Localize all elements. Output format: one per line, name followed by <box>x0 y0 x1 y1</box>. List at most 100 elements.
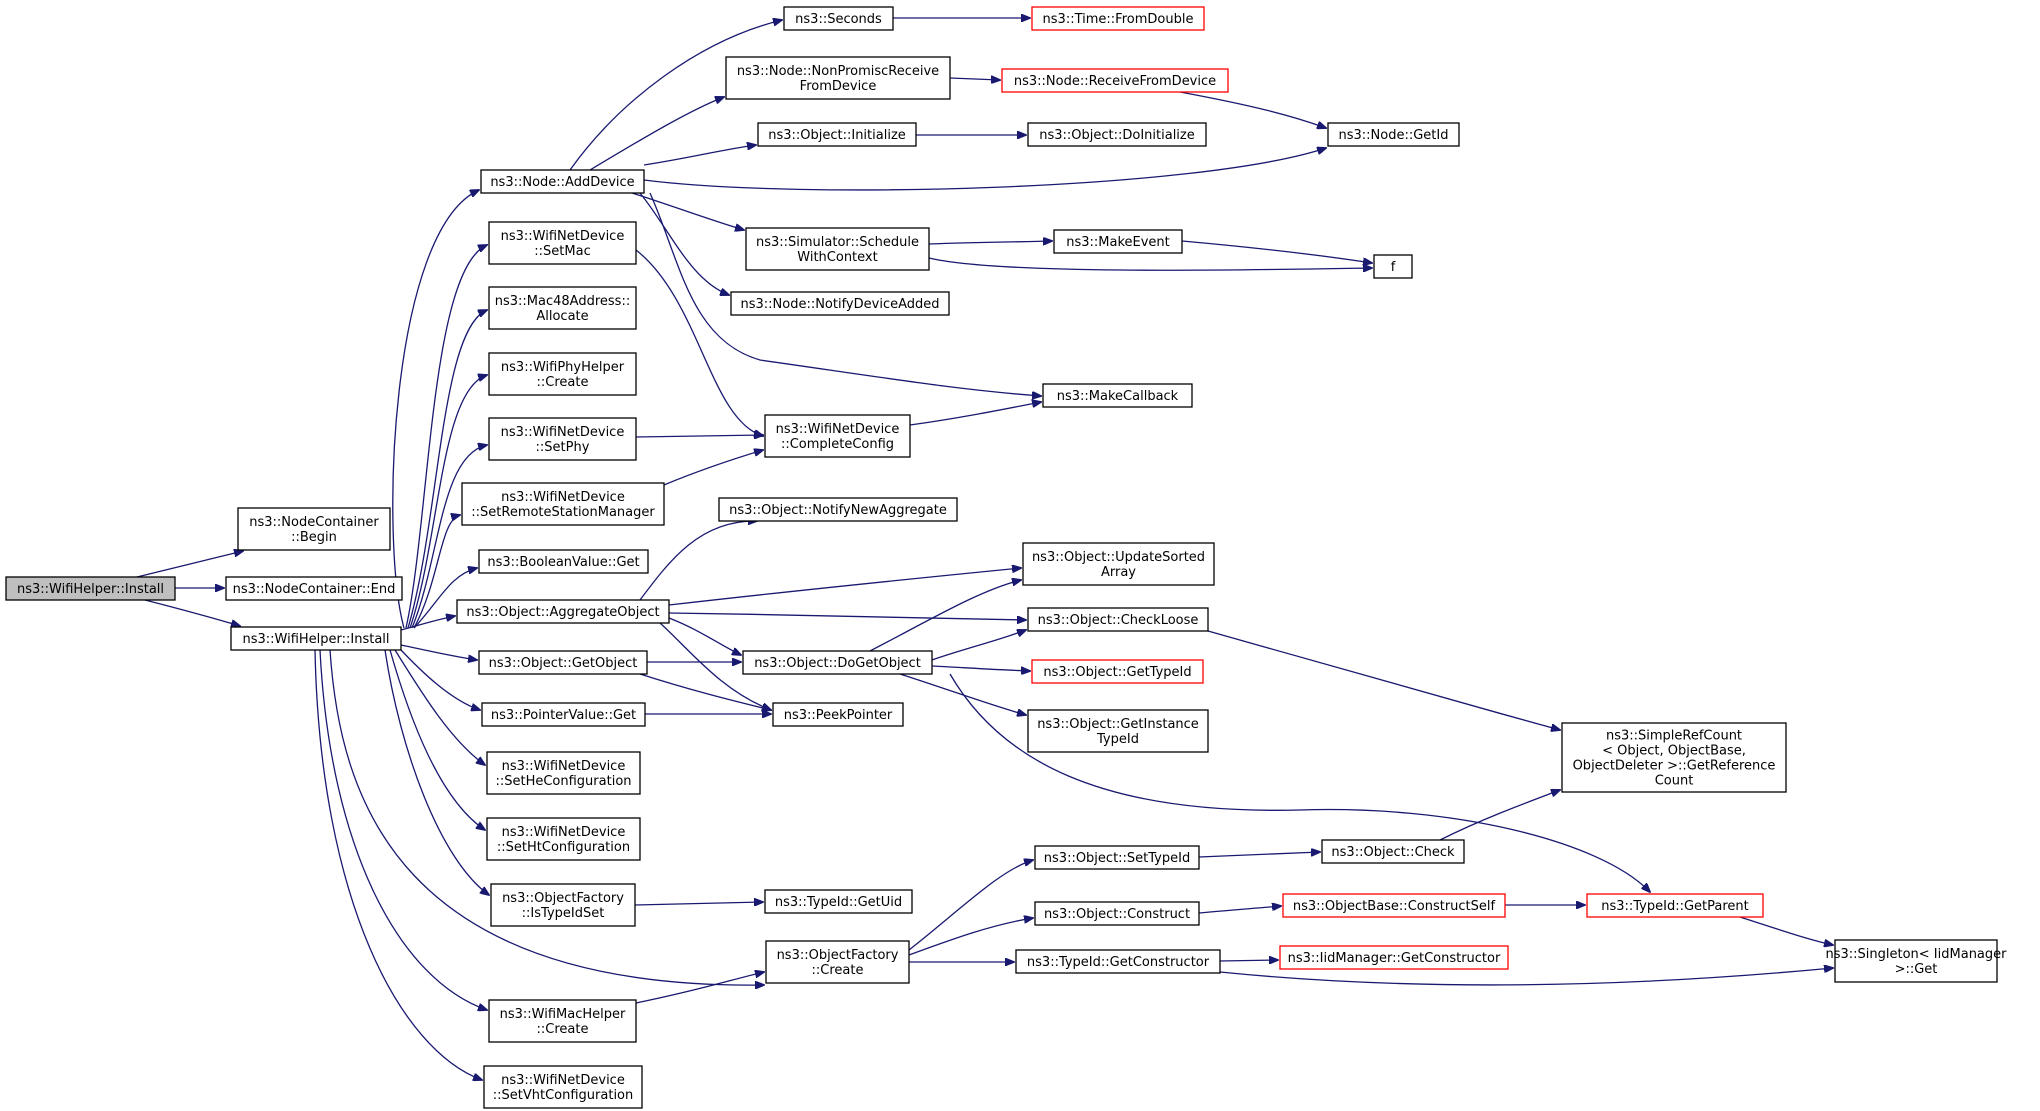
node-label: ::SetPhy <box>536 440 590 455</box>
edge-to-wnd-setrsm <box>413 515 460 629</box>
node-typeid-getuid[interactable]: ns3::TypeId::GetUid <box>764 889 913 914</box>
edge-path <box>400 644 477 660</box>
node-ptr-get[interactable]: ns3::PointerValue::Get <box>481 702 646 727</box>
edge-path <box>908 860 1033 951</box>
node-node-getid[interactable]: ns3::Node::GetId <box>1327 122 1460 147</box>
node-obj-settypeid[interactable]: ns3::Object::SetTypeId <box>1034 845 1200 870</box>
node-wnd-sethe[interactable]: ns3::WifiNetDevice::SetHeConfiguration <box>486 751 641 795</box>
node-wmh-create[interactable]: ns3::WifiMacHelper::Create <box>488 999 637 1043</box>
node-typeid-getparent[interactable]: ns3::TypeId::GetParent <box>1586 893 1764 918</box>
node-wnd-setvht[interactable]: ns3::WifiNetDevice::SetVhtConfiguration <box>483 1065 643 1109</box>
node-typeid-getctor[interactable]: ns3::TypeId::GetConstructor <box>1015 949 1221 974</box>
node-seconds[interactable]: ns3::Seconds <box>783 6 894 31</box>
node-makecallback[interactable]: ns3::MakeCallback <box>1042 383 1193 408</box>
node-obj-checkloose[interactable]: ns3::Object::CheckLoose <box>1027 607 1209 632</box>
node-nc-end[interactable]: ns3::NodeContainer::End <box>225 576 403 601</box>
edge-path <box>384 649 489 895</box>
node-label: ns3::Object::GetTypeId <box>1043 665 1191 680</box>
edge-to-wnd-setvht <box>314 649 482 1080</box>
edge-to-node-adddevice <box>392 190 479 629</box>
node-obj-gettypeid[interactable]: ns3::Object::GetTypeId <box>1031 659 1204 684</box>
node-label: f <box>1391 260 1396 275</box>
node-time-fromdouble[interactable]: ns3::Time::FromDouble <box>1031 6 1205 31</box>
edge-path <box>314 649 482 1080</box>
node-bool-get[interactable]: ns3::BooleanValue::Get <box>478 549 649 574</box>
node-box <box>481 702 646 727</box>
node-label: ns3::Node::GetId <box>1339 128 1449 143</box>
node-iid-getctor[interactable]: ns3::IidManager::GetConstructor <box>1279 945 1509 970</box>
node-label: ns3::Node::NotifyDeviceAdded <box>740 297 939 312</box>
edge-path <box>649 192 1041 396</box>
node-obj-notifynew[interactable]: ns3::Object::NotifyNewAggregate <box>718 497 958 522</box>
node-box <box>486 817 641 861</box>
edge-path <box>1198 852 1320 858</box>
edge-to-peekpointer <box>639 673 771 710</box>
node-box <box>1031 6 1205 31</box>
node-f[interactable]: f <box>1373 254 1413 279</box>
edge-to-peekpointer <box>659 622 771 710</box>
edge-path <box>899 673 1026 715</box>
node-singleton-get[interactable]: ns3::Singleton< IidManager >::Get <box>1825 939 2007 983</box>
node-box <box>483 1065 643 1109</box>
edge-path <box>668 568 1021 606</box>
node-obj-dogetobject[interactable]: ns3::Object::DoGetObject <box>742 650 933 675</box>
node-simplerefcount[interactable]: ns3::SimpleRefCount< Object, ObjectBase,… <box>1561 722 1787 793</box>
edge-path <box>869 580 1021 652</box>
node-box <box>230 626 402 651</box>
node-label: ns3::WifiNetDevice <box>501 490 625 505</box>
edge-to-node-getid <box>643 148 1326 191</box>
node-node-notify[interactable]: ns3::Node::NotifyDeviceAdded <box>730 291 950 316</box>
node-label: ns3::WifiNetDevice <box>501 425 625 440</box>
node-objbase-construct[interactable]: ns3::ObjectBase::ConstructSelf <box>1282 893 1506 918</box>
edge-to-makecallback <box>649 192 1041 396</box>
node-mac48-allocate[interactable]: ns3::Mac48Address::Allocate <box>488 286 637 330</box>
node-label: TypeId <box>1096 732 1139 747</box>
node-peekpointer[interactable]: ns3::PeekPointer <box>772 702 904 727</box>
node-label: ::SetHtConfiguration <box>497 840 630 855</box>
edge-path <box>319 649 487 1010</box>
node-of-istypeidset[interactable]: ns3::ObjectFactory::IsTypeIdSet <box>490 883 636 927</box>
node-label: ::IsTypeIdSet <box>522 906 605 921</box>
edge-to-wnd-setmac <box>405 245 487 629</box>
node-wnd-setrsm[interactable]: ns3::WifiNetDevice::SetRemoteStationMana… <box>461 482 665 526</box>
node-label: ns3::Object::DoGetObject <box>754 656 921 671</box>
node-nc-begin[interactable]: ns3::NodeContainer::Begin <box>237 507 391 551</box>
node-root[interactable]: ns3::WifiHelper::Install <box>5 576 176 601</box>
node-label: ns3::ObjectBase::ConstructSelf <box>1293 899 1496 914</box>
node-wh-install[interactable]: ns3::WifiHelper::Install <box>230 626 402 651</box>
node-wnd-setht[interactable]: ns3::WifiNetDevice::SetHtConfiguration <box>486 817 641 861</box>
node-label: ns3::Object::Check <box>1331 845 1455 860</box>
edge-path <box>413 515 460 629</box>
node-label: ::SetHeConfiguration <box>495 774 631 789</box>
node-wnd-setphy[interactable]: ns3::WifiNetDevice::SetPhy <box>488 417 637 461</box>
edge-path <box>668 612 1026 620</box>
node-label: ns3::Seconds <box>795 12 882 27</box>
node-makeevent[interactable]: ns3::MakeEvent <box>1053 229 1183 254</box>
node-obj-getobject[interactable]: ns3::Object::GetObject <box>478 650 648 675</box>
node-label: Count <box>1655 774 1694 789</box>
edge-to-mac48-allocate <box>407 310 487 629</box>
node-obj-initialize[interactable]: ns3::Object::Initialize <box>757 122 917 147</box>
node-label: ns3::WifiNetDevice <box>502 759 626 774</box>
edge-path <box>400 649 480 710</box>
node-of-create[interactable]: ns3::ObjectFactory::Create <box>765 940 910 984</box>
node-box <box>1834 939 1998 983</box>
node-label: ns3::WifiNetDevice <box>501 229 625 244</box>
node-obj-construct[interactable]: ns3::Object::Construct <box>1034 901 1200 926</box>
node-obj-doinit[interactable]: ns3::Object::DoInitialize <box>1027 122 1207 147</box>
node-node-adddevice[interactable]: ns3::Node::AddDevice <box>480 169 645 194</box>
node-label: ns3::Object::SetTypeId <box>1044 851 1190 866</box>
node-label: ns3::PointerValue::Get <box>491 708 636 723</box>
node-obj-check[interactable]: ns3::Object::Check <box>1321 839 1465 864</box>
node-obj-aggregate[interactable]: ns3::Object::AggregateObject <box>456 599 670 624</box>
node-wnd-setmac[interactable]: ns3::WifiNetDevice::SetMac <box>488 221 637 265</box>
edge-path <box>931 665 1030 671</box>
node-wph-create[interactable]: ns3::WifiPhyHelper::Create <box>488 352 637 396</box>
node-label: ::CompleteConfig <box>781 437 894 452</box>
node-wnd-complete[interactable]: ns3::WifiNetDevice::CompleteConfig <box>764 414 911 458</box>
node-node-receive[interactable]: ns3::Node::ReceiveFromDevice <box>1001 68 1229 93</box>
